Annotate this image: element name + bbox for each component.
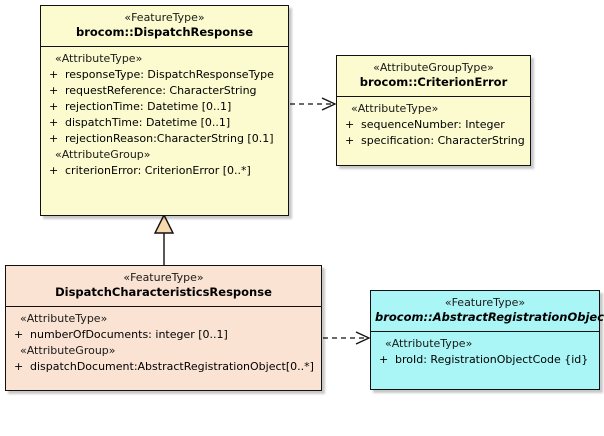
attribute-row: + broId: RegistrationObjectCode {id} bbox=[373, 352, 597, 368]
compartment-group-label: «AttributeGroup» bbox=[55, 148, 151, 161]
class-stereotype: «AttributeGroupType» bbox=[373, 61, 494, 74]
attribute-row: + rejectionReason:CharacterString [0.1] bbox=[43, 131, 286, 147]
attribute-label: rejectionReason:CharacterString [0.1] bbox=[65, 132, 274, 145]
attribute-visibility: + bbox=[345, 118, 355, 131]
attribute-row: + specification: CharacterString bbox=[339, 133, 528, 149]
class-header-dispatch-response: «FeatureType» brocom::DispatchResponse bbox=[41, 6, 288, 47]
attribute-label: requestReference: CharacterString bbox=[65, 84, 257, 97]
compartment-group-label: «AttributeType» bbox=[385, 337, 473, 350]
attribute-row: + numberOfDocuments: integer [0..1] bbox=[8, 327, 319, 343]
class-name: brocom::DispatchResponse bbox=[76, 25, 253, 39]
class-box-criterion-error[interactable]: «AttributeGroupType» brocom::CriterionEr… bbox=[336, 55, 531, 166]
attribute-visibility: + bbox=[49, 68, 59, 81]
attribute-label: sequenceNumber: Integer bbox=[361, 118, 505, 131]
compartment-group-label: «AttributeGroup» bbox=[20, 344, 116, 357]
attribute-label: numberOfDocuments: integer [0..1] bbox=[30, 328, 228, 341]
attribute-label: specification: CharacterString bbox=[361, 134, 525, 147]
class-header-abstract-registration-object: «FeatureType» brocom::AbstractRegistrati… bbox=[371, 291, 604, 332]
attribute-visibility: + bbox=[345, 134, 355, 147]
attribute-label: dispatchDocument:AbstractRegistrationObj… bbox=[30, 360, 314, 373]
class-box-abstract-registration-object[interactable]: «FeatureType» brocom::AbstractRegistrati… bbox=[370, 290, 604, 390]
class-header-criterion-error: «AttributeGroupType» brocom::CriterionEr… bbox=[337, 56, 530, 97]
attribute-row: + criterionError: CriterionError [0..*] bbox=[43, 163, 286, 179]
attribute-row: + dispatchTime: Datetime [0..1] bbox=[43, 115, 286, 131]
attribute-label: rejectionTime: Datetime [0..1] bbox=[65, 100, 232, 113]
class-header-dispatch-characteristics-response: «FeatureType» DispatchCharacteristicsRes… bbox=[6, 266, 321, 307]
generalization-dispatch bbox=[153, 213, 175, 265]
attribute-visibility: + bbox=[49, 132, 59, 145]
attribute-visibility: + bbox=[49, 84, 59, 97]
attribute-row: + rejectionTime: Datetime [0..1] bbox=[43, 99, 286, 115]
compartment-group-label: «AttributeType» bbox=[20, 312, 108, 325]
attribute-visibility: + bbox=[49, 116, 59, 129]
attribute-row: + dispatchDocument:AbstractRegistrationOb… bbox=[8, 359, 319, 375]
attribute-row: + responseType: DispatchResponseType bbox=[43, 67, 286, 83]
attribute-label: dispatchTime: Datetime [0..1] bbox=[65, 116, 231, 129]
dependency-criterion-error bbox=[290, 97, 337, 111]
class-body-abstract-registration-object: «AttributeType» + broId: RegistrationObje… bbox=[371, 332, 599, 372]
class-body-dispatch-characteristics-response: «AttributeType» + numberOfDocuments: inte… bbox=[6, 307, 321, 379]
attribute-visibility: + bbox=[14, 328, 24, 341]
attribute-visibility: + bbox=[49, 164, 59, 177]
class-box-dispatch-characteristics-response[interactable]: «FeatureType» DispatchCharacteristicsRes… bbox=[5, 265, 322, 391]
attribute-label: broId: RegistrationObjectCode {id} bbox=[395, 353, 589, 366]
class-box-dispatch-response[interactable]: «FeatureType» brocom::DispatchResponse «… bbox=[40, 5, 289, 216]
attribute-visibility: + bbox=[49, 100, 59, 113]
dependency-registration-object bbox=[323, 331, 371, 345]
compartment-group-label: «AttributeType» bbox=[55, 52, 143, 65]
attribute-row: + requestReference: CharacterString bbox=[43, 83, 286, 99]
compartment-group-label: «AttributeType» bbox=[351, 102, 439, 115]
attribute-visibility: + bbox=[14, 360, 24, 373]
class-name: DispatchCharacteristicsResponse bbox=[55, 285, 272, 299]
class-name: brocom::CriterionError bbox=[359, 75, 508, 89]
class-stereotype: «FeatureType» bbox=[444, 296, 526, 309]
attribute-label: criterionError: CriterionError [0..*] bbox=[65, 164, 251, 177]
attribute-visibility: + bbox=[379, 353, 389, 366]
class-body-dispatch-response: «AttributeType» + responseType: DispatchR… bbox=[41, 47, 288, 183]
class-name: brocom::AbstractRegistrationObject bbox=[375, 310, 604, 324]
class-body-criterion-error: «AttributeType» + sequenceNumber: Integer… bbox=[337, 97, 530, 153]
class-stereotype: «FeatureType» bbox=[124, 11, 205, 24]
attribute-row: + sequenceNumber: Integer bbox=[339, 117, 528, 133]
class-stereotype: «FeatureType» bbox=[123, 271, 204, 284]
attribute-label: responseType: DispatchResponseType bbox=[65, 68, 274, 81]
